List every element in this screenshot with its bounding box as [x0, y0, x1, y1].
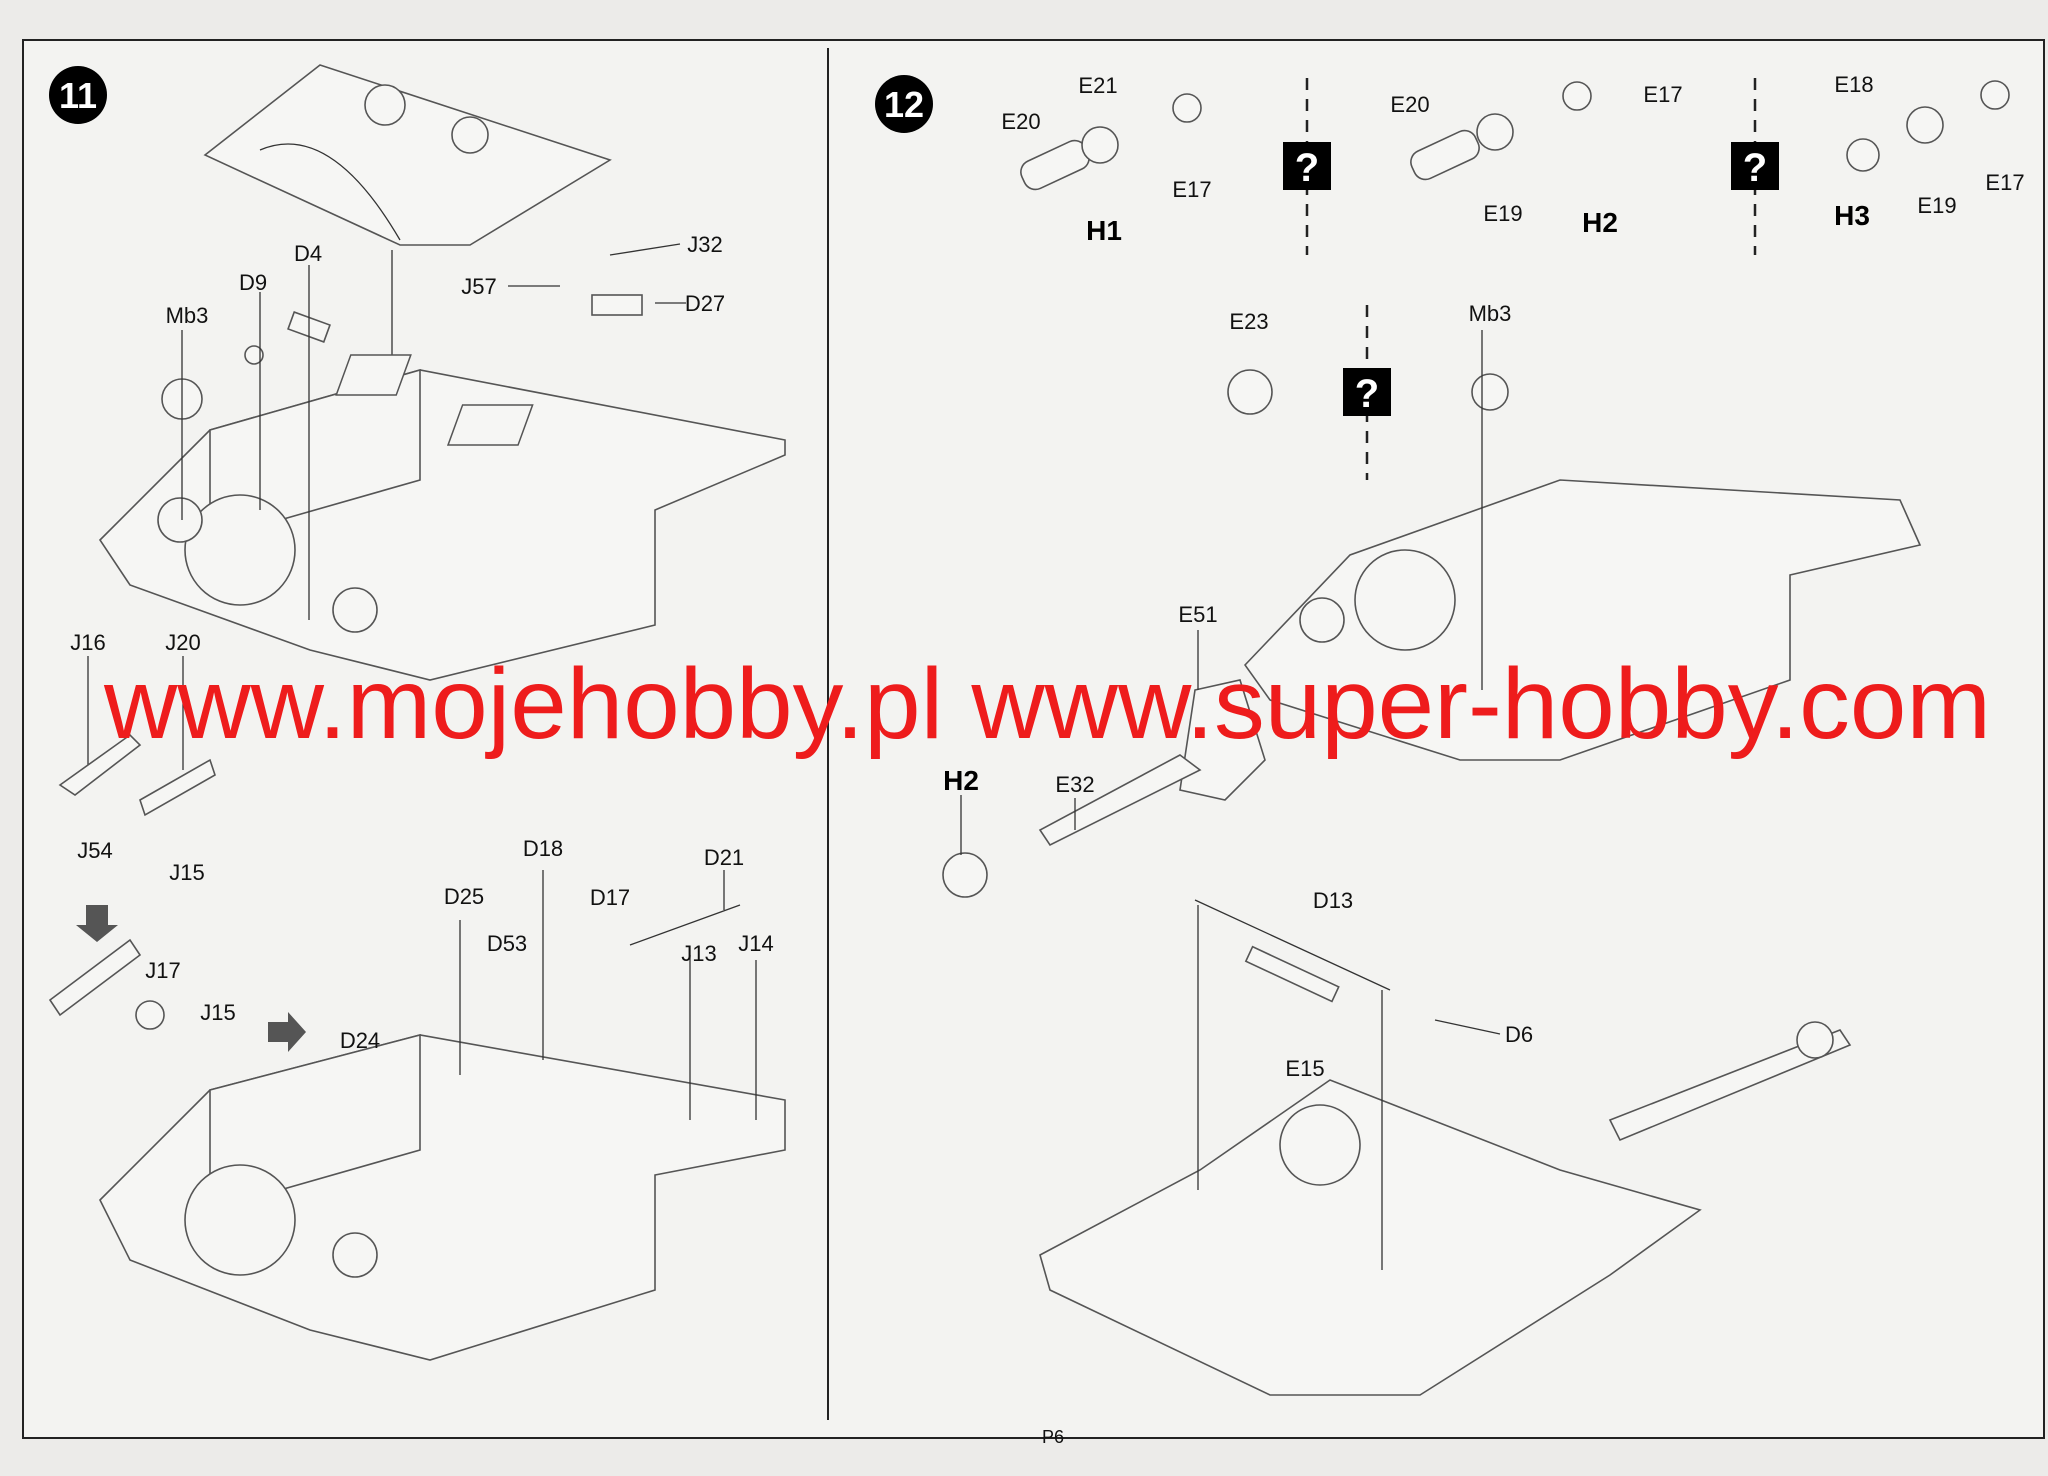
svg-text:E17: E17: [1985, 170, 2024, 195]
step12-hull-lower: [1039, 899, 1852, 1396]
svg-text:H3: H3: [1834, 200, 1870, 231]
svg-text:E19: E19: [1483, 201, 1522, 226]
svg-text:E17: E17: [1172, 177, 1211, 202]
part-label: J20: [165, 630, 200, 655]
step12-option-h2: E20 E17 E19 H2: [1390, 82, 1682, 238]
step-12-badge: 12: [875, 75, 933, 133]
page-number: P6: [1042, 1427, 1064, 1447]
step12-part-labels: E23 Mb3 E51 E32 H2 D13 D6 E15: [943, 301, 1533, 1081]
step11-engine-deck-part: [203, 64, 612, 470]
svg-text:E21: E21: [1078, 73, 1117, 98]
part-label: D27: [685, 291, 725, 316]
part-label: J13: [681, 941, 716, 966]
part-label: E23: [1229, 309, 1268, 334]
part-label: J17: [145, 958, 180, 983]
step12-hull-upper: [1227, 330, 1922, 761]
question-box: ?: [1343, 368, 1391, 416]
svg-text:E20: E20: [1001, 109, 1040, 134]
step12-option-h3: E18 E19 E17 H3: [1834, 72, 2024, 231]
step11-part-labels: Mb3 D9 D4 J32 J57 D27 J16 J20 J54 J15 J1…: [70, 232, 773, 1053]
part-label: J15: [200, 1000, 235, 1025]
step12-option-h1: E20 E21 E17 H1: [1001, 73, 1211, 246]
svg-text:E20: E20: [1390, 92, 1429, 117]
step-11-badge: 11: [49, 66, 107, 124]
part-label: D18: [523, 836, 563, 861]
svg-text:H2: H2: [1582, 207, 1618, 238]
arrow-right-icon: [268, 1012, 306, 1052]
step12-gun-barrel: [942, 630, 1266, 898]
part-label: D9: [239, 270, 267, 295]
part-label: J16: [70, 630, 105, 655]
part-label: J32: [687, 232, 722, 257]
part-label: J57: [461, 274, 496, 299]
question-box: ?: [1283, 142, 1331, 190]
part-label: D6: [1505, 1022, 1533, 1047]
step11-subassembly: [48, 656, 306, 1052]
svg-text:E19: E19: [1917, 193, 1956, 218]
step11-hull-lower: [99, 870, 786, 1361]
svg-text:E18: E18: [1834, 72, 1873, 97]
svg-text:?: ?: [1295, 146, 1319, 190]
part-label: E32: [1055, 772, 1094, 797]
part-label: D13: [1313, 888, 1353, 913]
svg-text:?: ?: [1355, 372, 1379, 416]
part-label: Mb3: [1469, 301, 1512, 326]
arrow-down-icon: [76, 905, 118, 942]
svg-text:H1: H1: [1086, 215, 1122, 246]
svg-text:?: ?: [1743, 146, 1767, 190]
part-label: J54: [77, 838, 112, 863]
part-label: Mb3: [166, 303, 209, 328]
step11-small-parts: [161, 243, 686, 620]
part-label: D24: [340, 1028, 380, 1053]
question-box: ?: [1731, 142, 1779, 190]
part-label: J14: [738, 931, 773, 956]
part-label: D4: [294, 241, 322, 266]
part-label: D21: [704, 845, 744, 870]
part-label: J15: [169, 860, 204, 885]
watermark: www.mojehobby.pl www.super-hobby.com: [103, 648, 1991, 760]
step12-gun-options: [1020, 78, 2010, 480]
part-label: H2: [943, 765, 979, 796]
part-label: E51: [1178, 602, 1217, 627]
svg-text:E17: E17: [1643, 82, 1682, 107]
svg-text:12: 12: [884, 84, 924, 125]
part-label: E15: [1285, 1056, 1324, 1081]
part-label: D53: [487, 931, 527, 956]
part-label: D25: [444, 884, 484, 909]
svg-text:11: 11: [59, 75, 97, 116]
step11-hull-upper: [98, 354, 786, 681]
part-label: D17: [590, 885, 630, 910]
